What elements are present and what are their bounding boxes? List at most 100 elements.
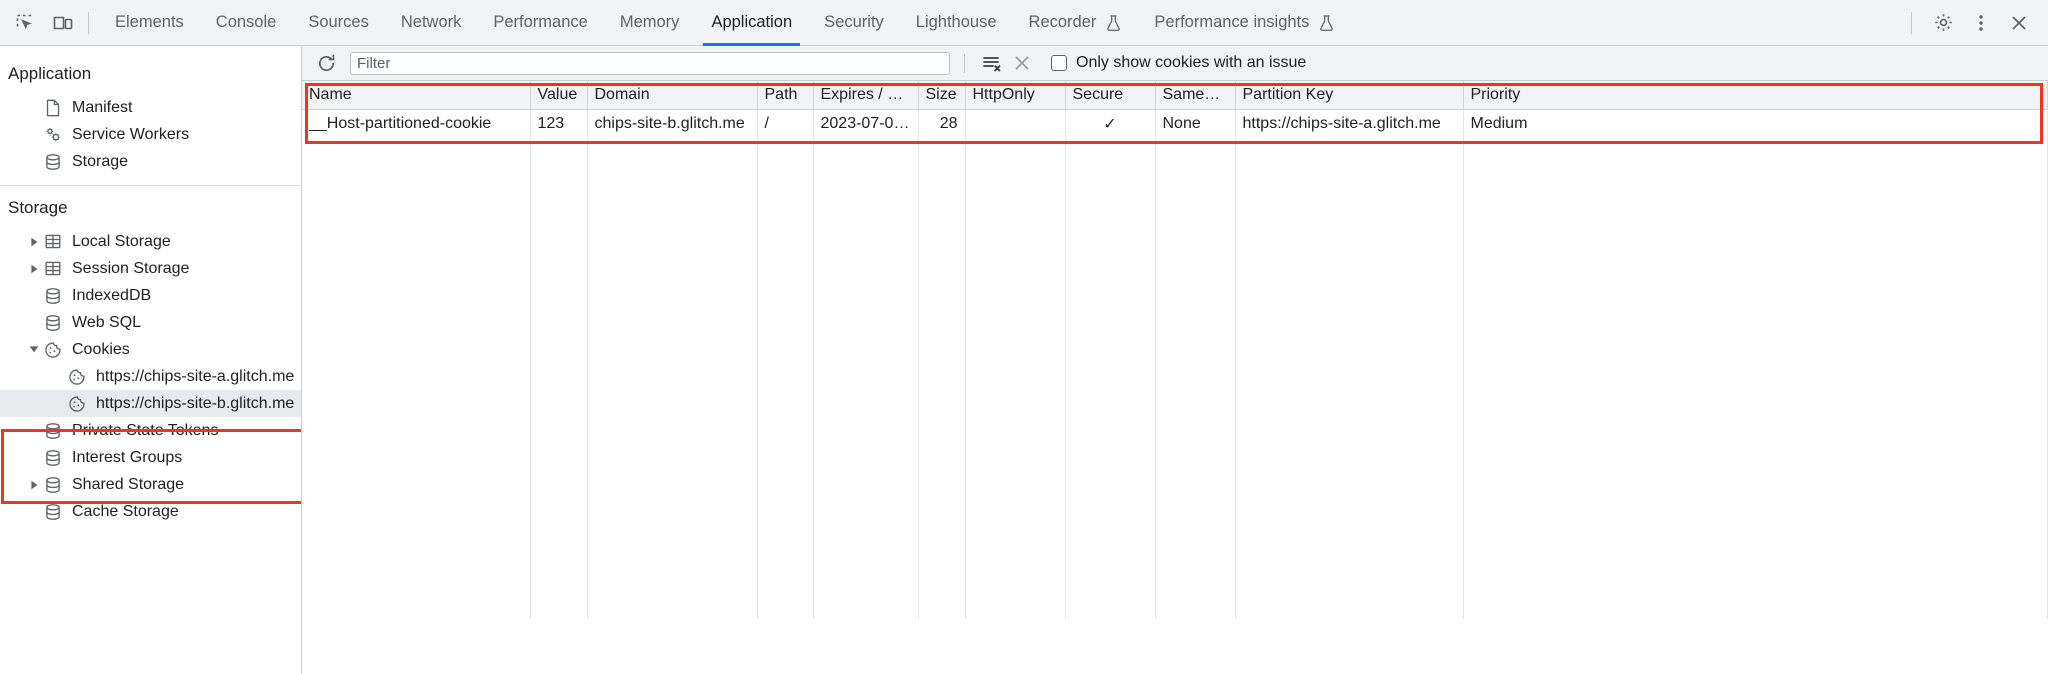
- cell-partition-key[interactable]: https://chips-site-a.glitch.me: [1235, 109, 1464, 139]
- refresh-icon[interactable]: [312, 50, 340, 76]
- empty-cell: [302, 499, 531, 529]
- empty-cell: [757, 259, 814, 289]
- clear-all-cookies-icon[interactable]: [977, 50, 1007, 76]
- empty-cell: [587, 559, 758, 589]
- tab-network[interactable]: Network: [385, 0, 478, 46]
- checkbox-label: Only show cookies with an issue: [1076, 54, 1307, 71]
- tab-memory[interactable]: Memory: [604, 0, 696, 46]
- tab-performance[interactable]: Performance: [477, 0, 603, 46]
- close-icon[interactable]: [2000, 6, 2038, 40]
- tab-performance-insights[interactable]: Performance insights: [1138, 0, 1351, 46]
- cell-name[interactable]: __Host-partitioned-cookie: [302, 109, 531, 139]
- database-icon: [42, 153, 64, 171]
- empty-cell: [530, 379, 588, 409]
- empty-cell: [1463, 409, 2048, 439]
- cell-httponly[interactable]: [965, 109, 1066, 139]
- empty-cell: [1235, 499, 1464, 529]
- tab-elements[interactable]: Elements: [99, 0, 200, 46]
- chevron-right-icon[interactable]: [26, 261, 42, 277]
- clear-filtered-cookies-icon[interactable]: [1007, 50, 1037, 76]
- sidebar-item-https-chips-site-a-glitch-me[interactable]: https://chips-site-a.glitch.me: [0, 363, 301, 390]
- empty-cell: [1155, 589, 1236, 619]
- cell-samesite[interactable]: None: [1155, 109, 1236, 139]
- sidebar-item-shared-storage[interactable]: Shared Storage: [0, 471, 301, 498]
- kebab-menu-icon[interactable]: [1962, 6, 2000, 40]
- chevron-right-icon[interactable]: [26, 477, 42, 493]
- sidebar-item-cookies[interactable]: Cookies: [0, 336, 301, 363]
- device-toolbar-icon[interactable]: [44, 6, 82, 40]
- inspect-element-icon[interactable]: [6, 6, 44, 40]
- sidebar-item-https-chips-site-b-glitch-me[interactable]: https://chips-site-b.glitch.me: [0, 390, 301, 417]
- sidebar-item-interest-groups[interactable]: Interest Groups: [0, 444, 301, 471]
- empty-cell: [302, 349, 531, 379]
- tab-label: Lighthouse: [915, 13, 997, 31]
- cookie-icon: [42, 341, 64, 359]
- sidebar-item-label: Cookies: [72, 340, 130, 358]
- empty-cell: [965, 229, 1066, 259]
- empty-cell: [1155, 229, 1236, 259]
- empty-cell: [1155, 439, 1236, 469]
- cell-domain[interactable]: chips-site-b.glitch.me: [587, 109, 758, 139]
- empty-cell: [1065, 559, 1156, 589]
- sidebar-item-web-sql[interactable]: Web SQL: [0, 309, 301, 336]
- gear-icon[interactable]: [1924, 6, 1962, 40]
- table-empty-row: [302, 559, 2048, 589]
- sidebar-item-session-storage[interactable]: Session Storage: [0, 255, 301, 282]
- tab-sources[interactable]: Sources: [292, 0, 385, 46]
- sidebar-item-storage[interactable]: Storage: [0, 148, 301, 175]
- empty-cell: [1155, 469, 1236, 499]
- tab-security[interactable]: Security: [808, 0, 900, 46]
- tab-recorder[interactable]: Recorder: [1013, 0, 1139, 46]
- sidebar-item-label: Manifest: [72, 98, 133, 116]
- empty-cell: [757, 439, 814, 469]
- table-empty-row: [302, 439, 2048, 469]
- sidebar-item-service-workers[interactable]: Service Workers: [0, 121, 301, 148]
- checkbox-box[interactable]: [1051, 55, 1067, 71]
- chevron-down-icon[interactable]: [26, 342, 42, 358]
- empty-cell: [530, 259, 588, 289]
- only-show-cookies-with-issue-checkbox[interactable]: Only show cookies with an issue: [1051, 54, 1306, 72]
- sidebar-item-local-storage[interactable]: Local Storage: [0, 228, 301, 255]
- empty-cell: [1463, 259, 2048, 289]
- cell-value[interactable]: 123: [530, 109, 588, 139]
- table-empty-row: [302, 379, 2048, 409]
- empty-cell: [918, 379, 966, 409]
- tab-lighthouse[interactable]: Lighthouse: [900, 0, 1013, 46]
- empty-cell: [530, 529, 588, 559]
- empty-cell: [1463, 379, 2048, 409]
- empty-cell: [918, 289, 966, 319]
- cell-size[interactable]: 28: [918, 109, 966, 139]
- empty-cell: [302, 199, 531, 229]
- cell-expires[interactable]: 2023-07-07…: [813, 109, 919, 139]
- empty-cell: [1065, 469, 1156, 499]
- empty-cell: [530, 289, 588, 319]
- cell-path[interactable]: /: [757, 109, 814, 139]
- cell-priority[interactable]: Medium: [1463, 109, 2048, 139]
- sidebar-item-indexeddb[interactable]: IndexedDB: [0, 282, 301, 309]
- empty-cell: [1065, 529, 1156, 559]
- empty-cell: [757, 559, 814, 589]
- filter-input[interactable]: [350, 51, 950, 75]
- empty-cell: [965, 499, 1066, 529]
- table-empty-row: [302, 169, 2048, 199]
- sidebar-item-cache-storage[interactable]: Cache Storage: [0, 498, 301, 525]
- tab-console[interactable]: Console: [200, 0, 293, 46]
- empty-cell: [813, 559, 919, 589]
- sidebar-section-storage-title: Storage: [8, 198, 68, 217]
- sidebar-item-private-state-tokens[interactable]: Private State Tokens: [0, 417, 301, 444]
- chevron-right-icon[interactable]: [26, 234, 42, 250]
- tab-application[interactable]: Application: [695, 0, 808, 46]
- empty-cell: [587, 319, 758, 349]
- sidebar-item-manifest[interactable]: Manifest: [0, 94, 301, 121]
- table-icon: [42, 260, 64, 278]
- empty-cell: [1235, 229, 1464, 259]
- table-empty-row: [302, 289, 2048, 319]
- empty-cell: [918, 439, 966, 469]
- empty-cell: [918, 259, 966, 289]
- cell-secure[interactable]: ✓: [1065, 109, 1156, 139]
- sidebar-item-label: Private State Tokens: [72, 421, 219, 439]
- tab-label: Console: [215, 13, 277, 31]
- empty-cell: [587, 469, 758, 499]
